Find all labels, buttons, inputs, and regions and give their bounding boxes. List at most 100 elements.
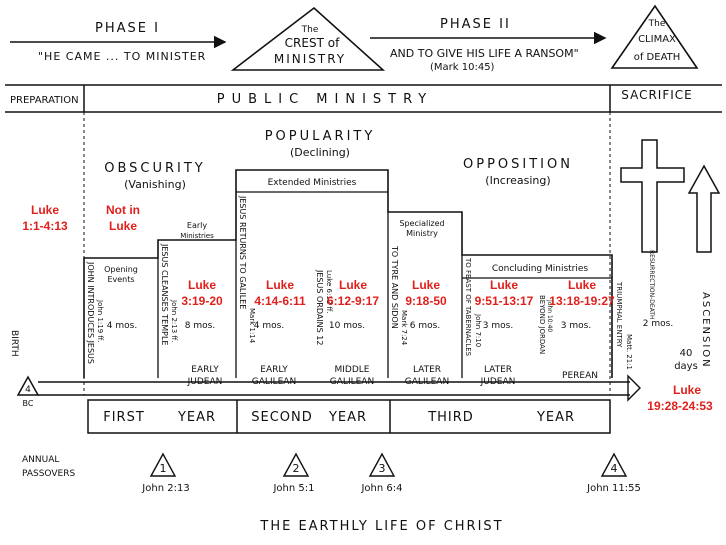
luke-ref-prep-line2: 1:1-4:13 xyxy=(22,219,68,233)
opening-label2: Events xyxy=(107,275,134,284)
passover-4-ref: John 11:55 xyxy=(586,483,641,494)
stage-popularity-sub: (Declining) xyxy=(290,146,350,159)
luke-ref-r4-line2: 9:18-50 xyxy=(405,294,447,308)
vlabel-tyre-sidon-ref: Mark 7:24 xyxy=(400,310,408,346)
passover-3-triangle xyxy=(368,452,396,477)
extended-label: Extended Ministries xyxy=(268,178,357,188)
luke-ref-r6-line2: 13:18-19:27 xyxy=(549,294,615,308)
luke-ref-not-in-line2: Luke xyxy=(109,219,137,233)
stage-popularity-title: POPULARITY xyxy=(265,129,376,144)
specialized-region1: LATER xyxy=(413,365,441,375)
galilean10-duration: 10 mos. xyxy=(329,321,365,331)
concluding-label: Concluding Ministries xyxy=(492,264,589,274)
luke-ref-r5-line2: 9:51-13:17 xyxy=(475,294,534,308)
vlabel-triumphal-entry-ref: Matt. 21:1 xyxy=(625,334,633,370)
passovers-label2: PASSOVERS xyxy=(22,469,75,479)
bc-label: BC xyxy=(23,399,34,408)
climax-line1: The xyxy=(648,19,666,29)
cross-icon xyxy=(620,139,685,253)
vlabel-ascension: ASCENSION xyxy=(700,292,711,369)
years-box xyxy=(87,399,611,434)
year-third-label: YEAR xyxy=(536,410,575,425)
vlabel-resurrection: RESURRECTION-DEATH xyxy=(648,250,655,320)
luke-ref-r5: Luke 9:51-13:17 xyxy=(475,278,534,308)
forty-days-label: days xyxy=(674,361,698,372)
crest-line2: CREST of xyxy=(285,36,340,50)
luke-ref-r4: Luke 9:18-50 xyxy=(405,278,447,308)
band-preparation: PREPARATION xyxy=(10,95,79,106)
concluding-r2: PEREAN xyxy=(562,371,598,381)
vlabel-returns-galilee: JESUS RETURNS TO GALILEE xyxy=(238,195,247,309)
vlabel-returns-galilee-ref: Mark 1:14 xyxy=(248,308,256,344)
vlabel-john-introduces: JOHN INTRODUCES JESUS xyxy=(86,261,95,364)
concluding-d2: 3 mos. xyxy=(561,321,591,331)
bc-number: 4 xyxy=(25,385,31,395)
luke-ref-r3-line2: 6:12-9:17 xyxy=(327,294,379,308)
phase2-title: PHASE II xyxy=(440,17,511,32)
phase2-subtitle: AND TO GIVE HIS LIFE A RANSOM" xyxy=(390,47,579,60)
band-public-ministry: PUBLIC MINISTRY xyxy=(217,92,434,107)
crest-triangle xyxy=(230,6,386,71)
passover-3-num: 3 xyxy=(379,462,386,475)
passover-2-num: 2 xyxy=(293,462,300,475)
luke-ref-r7-line1: Luke xyxy=(673,383,701,397)
luke-ref-r6: Luke 13:18-19:27 xyxy=(549,278,615,308)
passover-2-ref: John 5:1 xyxy=(272,483,314,494)
bc-triangle xyxy=(16,375,40,396)
vlabel-jesus-cleanses: JESUS CLEANSES TEMPLE xyxy=(160,243,169,345)
vlabel-ordains-12-ref: Luke 6:12 ff. xyxy=(325,270,333,314)
luke-ref-r2-line2: 4:14-6:11 xyxy=(254,294,306,308)
passover-3: 3 John 6:4 xyxy=(360,452,403,494)
luke-ref-not-in: Not in Luke xyxy=(106,203,140,233)
timeline-arrowhead xyxy=(627,374,641,402)
vlabel-ordains-12: JESUS ORDAINS 12 xyxy=(315,269,324,345)
phase1-subtitle: "HE CAME ... TO MINISTER xyxy=(38,50,206,63)
vlabel-feast-tabernacles: TO FEAST OF TABERNACLES xyxy=(464,257,472,357)
passover-1-triangle xyxy=(149,452,177,477)
luke-ref-r2: Luke 4:14-6:11 xyxy=(254,278,306,308)
footer-title: THE EARTHLY LIFE OF CHRIST xyxy=(259,519,503,534)
vlabel-beyond-jordan: BEYOND JORDAN xyxy=(538,295,546,354)
luke-ref-r4-line1: Luke xyxy=(412,278,440,292)
specialized-duration: 6 mos. xyxy=(410,321,440,331)
passover-3-ref: John 6:4 xyxy=(360,483,402,494)
passover-1-ref: John 2:13 xyxy=(141,483,189,494)
specialized-label2: Ministry xyxy=(406,229,438,238)
vlabel-feast-tabernacles-ref: John 7:10 xyxy=(474,313,482,347)
luke-ref-r1-line2: 3:19-20 xyxy=(181,294,223,308)
luke-ref-not-in-line1: Not in xyxy=(106,203,140,217)
galilean4-duration: 4 mos. xyxy=(254,321,284,331)
passover-2-triangle xyxy=(282,452,310,477)
phase2-reference: (Mark 10:45) xyxy=(430,62,495,73)
opening-label1: Opening xyxy=(104,265,138,274)
stage-obscurity-title: OBSCURITY xyxy=(104,161,206,176)
year-first-label: YEAR xyxy=(177,410,216,425)
luke-ref-prep-line1: Luke xyxy=(31,203,59,217)
vlabel-jesus-cleanses-ref: John 2:13 ff. xyxy=(170,299,178,342)
luke-ref-r3: Luke 6:12-9:17 xyxy=(327,278,379,308)
luke-ref-r6-line1: Luke xyxy=(568,278,596,292)
band-sacrifice: SACRIFICE xyxy=(621,88,693,102)
opening-duration: 4 mos. xyxy=(107,321,137,331)
year-second: SECOND xyxy=(251,410,313,425)
passover-1-num: 1 xyxy=(160,462,167,475)
early-ministries-label1: Early xyxy=(187,221,207,230)
vlabel-birth: BIRTH xyxy=(9,330,19,357)
luke-ref-r7-line2: 19:28-24:53 xyxy=(647,399,713,413)
galilean4-region1: EARLY xyxy=(260,365,288,375)
luke-ref-r7: Luke 19:28-24:53 xyxy=(647,383,713,413)
passover-4: 4 John 11:55 xyxy=(586,452,641,494)
galilean10-region1: MIDDLE xyxy=(335,365,370,375)
crest-line1: The xyxy=(301,25,319,35)
resurrection-duration: 2 mos. xyxy=(643,319,673,329)
luke-ref-prep: Luke 1:1-4:13 xyxy=(22,203,68,233)
climax-line3: of DEATH xyxy=(634,52,681,63)
luke-ref-r3-line1: Luke xyxy=(339,278,367,292)
specialized-label1: Specialized xyxy=(399,219,444,228)
vlabel-john-introduces-ref: John 1:19 ff. xyxy=(96,299,104,342)
stage-obscurity-sub: (Vanishing) xyxy=(124,178,186,191)
luke-ref-r1: Luke 3:19-20 xyxy=(181,278,223,308)
phase1-title: PHASE I xyxy=(95,21,160,36)
climax-triangle xyxy=(610,4,699,69)
